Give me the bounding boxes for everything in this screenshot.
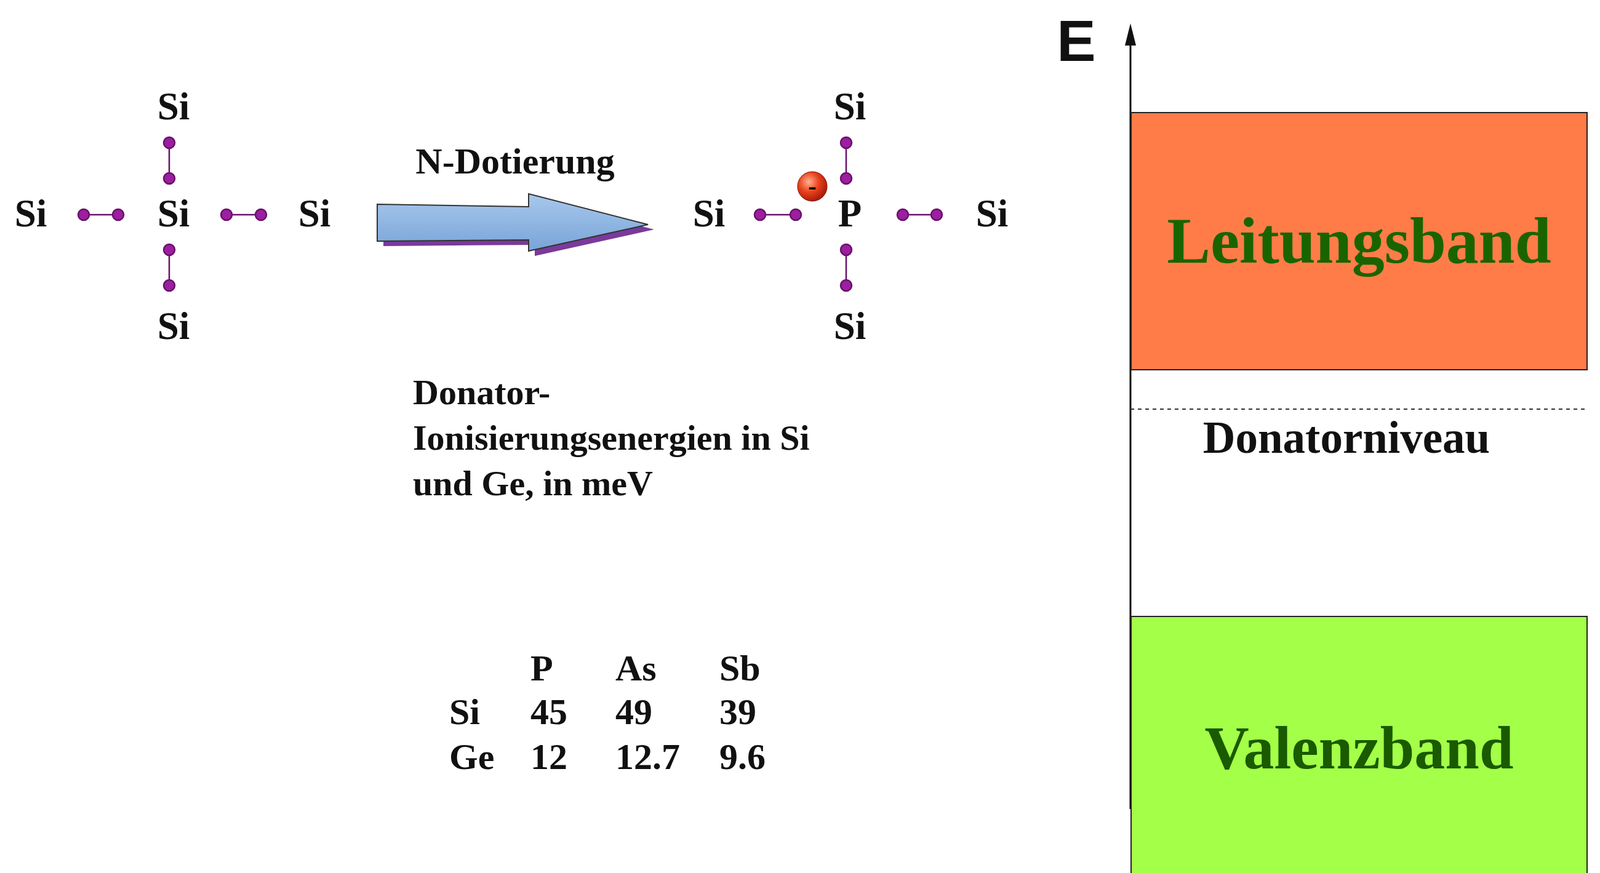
node-text: Leitungsband [1166,205,1552,278]
table-cell: 49 [615,691,653,733]
atom-symbol: Si [14,192,48,236]
atom-symbol: Si [157,192,191,236]
table-cell: 12.7 [615,736,680,778]
atom-symbol: Si [157,305,191,348]
table-cell: As [615,648,657,689]
table-cell: Sb [719,648,761,689]
table-cell: Ge [449,736,495,778]
table-title: Donator- Ionisierungsenergien in Si und … [412,369,856,507]
atom-symbol: Si [976,192,1009,236]
atom-symbol: Si [833,85,867,128]
table-cell: 39 [719,691,757,733]
atom-symbol: Si [157,85,191,128]
conduction-band: Leitungsband [1130,112,1588,371]
valence-band: Valenzband [1130,616,1588,873]
table-cell: Si [449,691,480,733]
table-cell: 12 [530,736,568,778]
doping-arrow [377,193,655,256]
atom-symbol: P [838,192,862,236]
level-label: Donatorniveau [1203,413,1490,463]
donor-level-line [1130,408,1588,410]
bond-right-lattice [754,137,943,292]
atom-symbol: Si [298,192,332,236]
node-text: Valenzband [1204,714,1514,783]
bond-left-lattice [78,137,267,292]
node-text: - [808,172,816,200]
table-cell: 45 [530,691,568,733]
axis-label: E [1056,8,1096,74]
table-cell: 9.6 [719,736,766,778]
electron-charge: - [796,171,828,202]
table-cell: P [530,648,554,689]
atom-symbol: Si [833,305,867,348]
arrow-label: N-Dotierung [415,140,615,182]
atom-symbol: Si [692,192,726,236]
